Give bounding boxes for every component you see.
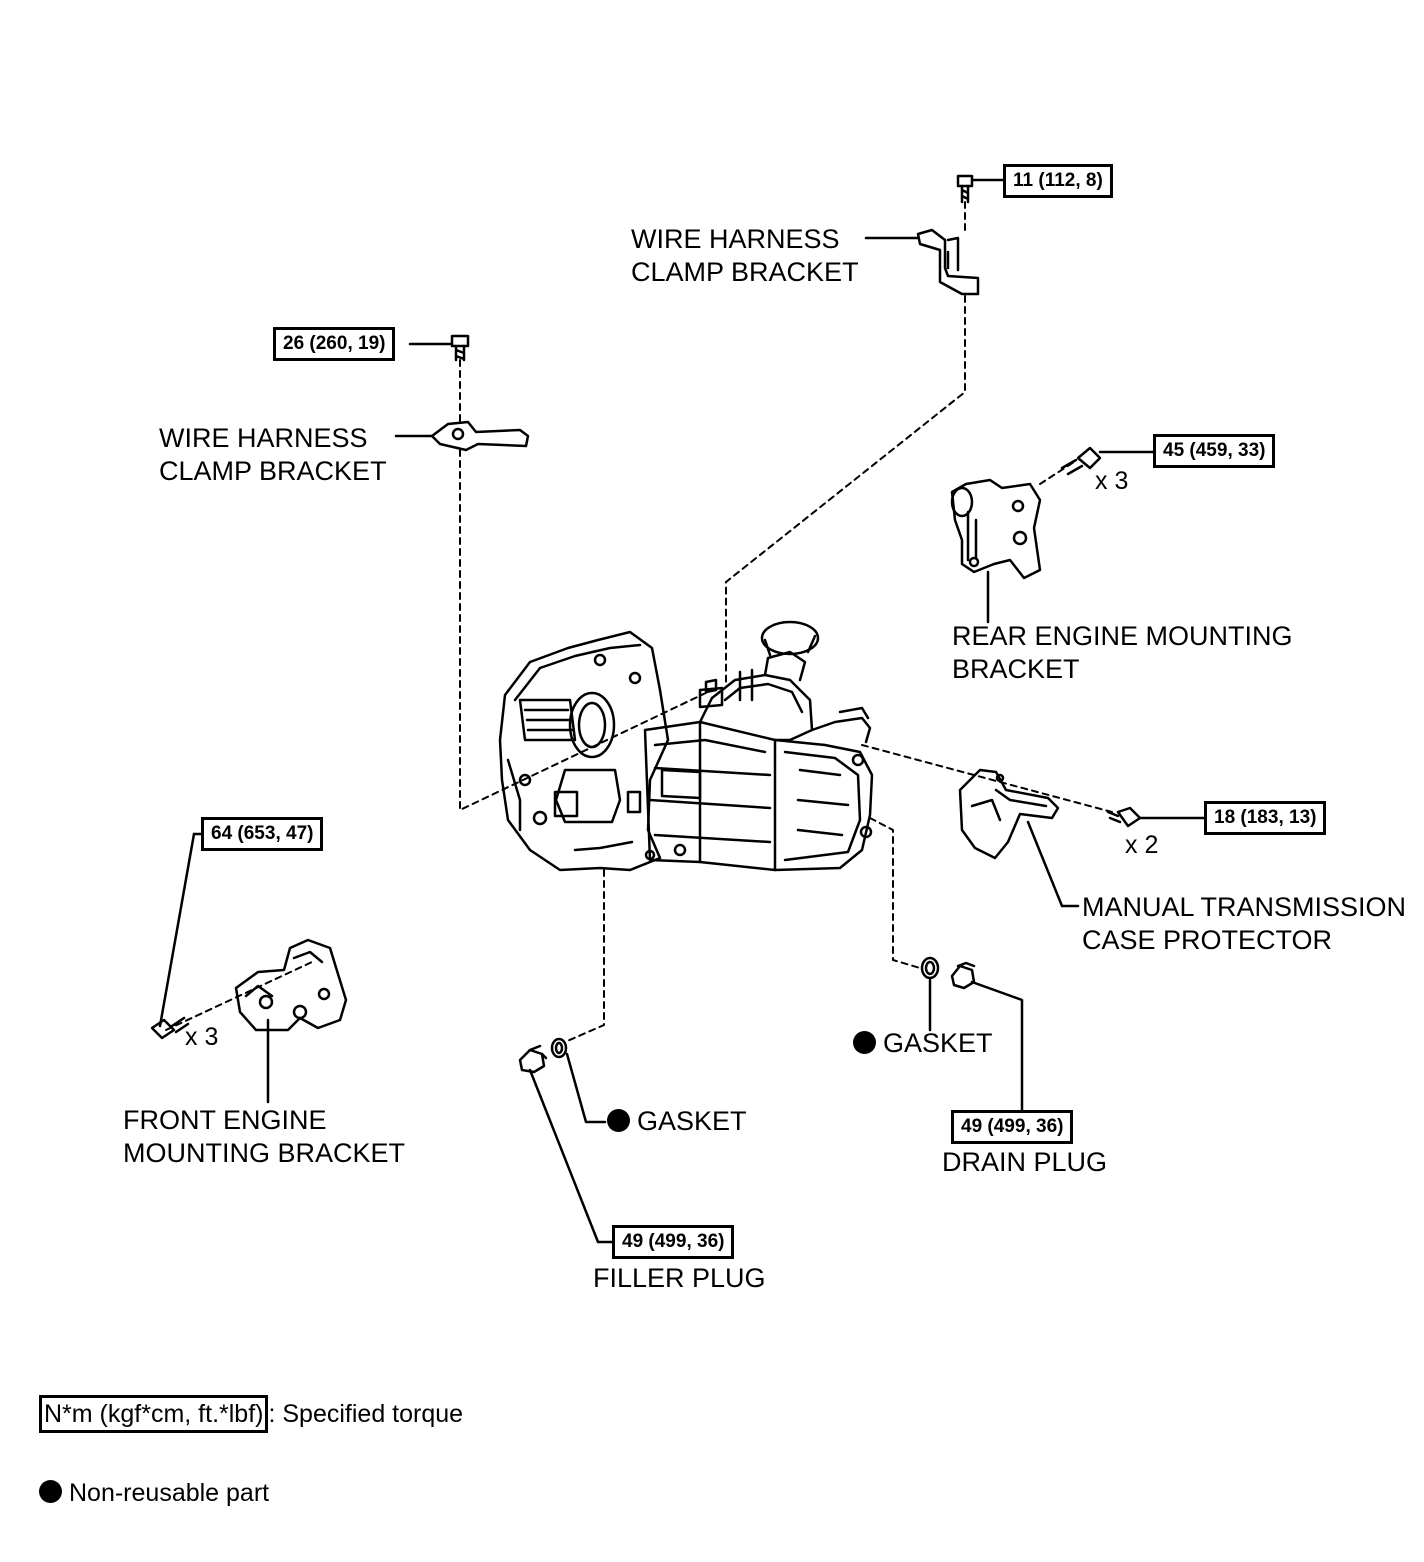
torque-box-left-bracket: 26 (260, 19) — [273, 327, 396, 361]
torque-box-rear-bracket: 45 (459, 33) — [1153, 434, 1276, 468]
label-filler-plug: FILLER PLUG — [593, 1263, 766, 1293]
non-reusable-marker — [39, 1480, 62, 1503]
filler-plug-art — [518, 1037, 568, 1074]
torque-box-front-bracket: 64 (653, 47) — [201, 817, 324, 851]
label-case-protector-line1: MANUAL TRANSMISSION — [1082, 892, 1407, 922]
legend-non-reusable-text: Non-reusable part — [69, 1479, 270, 1507]
label-left-bracket-line1: WIRE HARNESS — [159, 423, 368, 453]
qty-front-bracket: x 3 — [185, 1023, 219, 1051]
torque-box-upper-bracket: 11 (112, 8) — [1003, 164, 1113, 198]
torque-box-drain-plug: 49 (499, 36) — [951, 1110, 1074, 1144]
drain-plug-art — [920, 956, 976, 990]
label-left-bracket-line2: CLAMP BRACKET — [159, 456, 387, 486]
non-reusable-marker — [853, 1031, 876, 1054]
legend-torque-desc: : Specified torque — [268, 1400, 464, 1428]
rear-bracket-art — [950, 446, 1102, 580]
qty-case-protector: x 2 — [1125, 831, 1159, 859]
qty-rear-bracket: x 3 — [1095, 467, 1129, 495]
label-drain-plug: DRAIN PLUG — [942, 1147, 1108, 1177]
label-rear-bracket-line1: REAR ENGINE MOUNTING — [952, 621, 1293, 651]
label-upper-bracket-line1: WIRE HARNESS — [631, 224, 840, 254]
label-drain-gasket: GASKET — [853, 1027, 993, 1060]
non-reusable-marker — [607, 1109, 630, 1132]
legend-non-reusable: Non-reusable part — [39, 1477, 269, 1509]
transmission-assembly — [498, 620, 874, 872]
case-protector-art — [958, 768, 1142, 860]
legend-torque: N*m (kgf*cm, ft.*lbf): Specified torque — [39, 1395, 463, 1433]
front-bracket-art — [150, 938, 348, 1040]
label-filler-gasket: GASKET — [607, 1105, 747, 1138]
assembly-lines — [165, 201, 1113, 1043]
legend-torque-box: N*m (kgf*cm, ft.*lbf) — [39, 1395, 269, 1433]
label-front-bracket-line2: MOUNTING BRACKET — [123, 1138, 406, 1168]
left-bracket-art — [430, 334, 530, 452]
label-front-bracket-line1: FRONT ENGINE — [123, 1105, 327, 1135]
upper-bracket-art — [916, 174, 980, 296]
label-case-protector-line2: CASE PROTECTOR — [1082, 925, 1333, 955]
torque-box-case-protector: 18 (183, 13) — [1204, 801, 1327, 835]
leader-lines — [158, 178, 1206, 1244]
label-upper-bracket-line2: CLAMP BRACKET — [631, 257, 859, 287]
torque-box-filler-plug: 49 (499, 36) — [612, 1225, 735, 1259]
label-rear-bracket-line2: BRACKET — [952, 654, 1080, 684]
